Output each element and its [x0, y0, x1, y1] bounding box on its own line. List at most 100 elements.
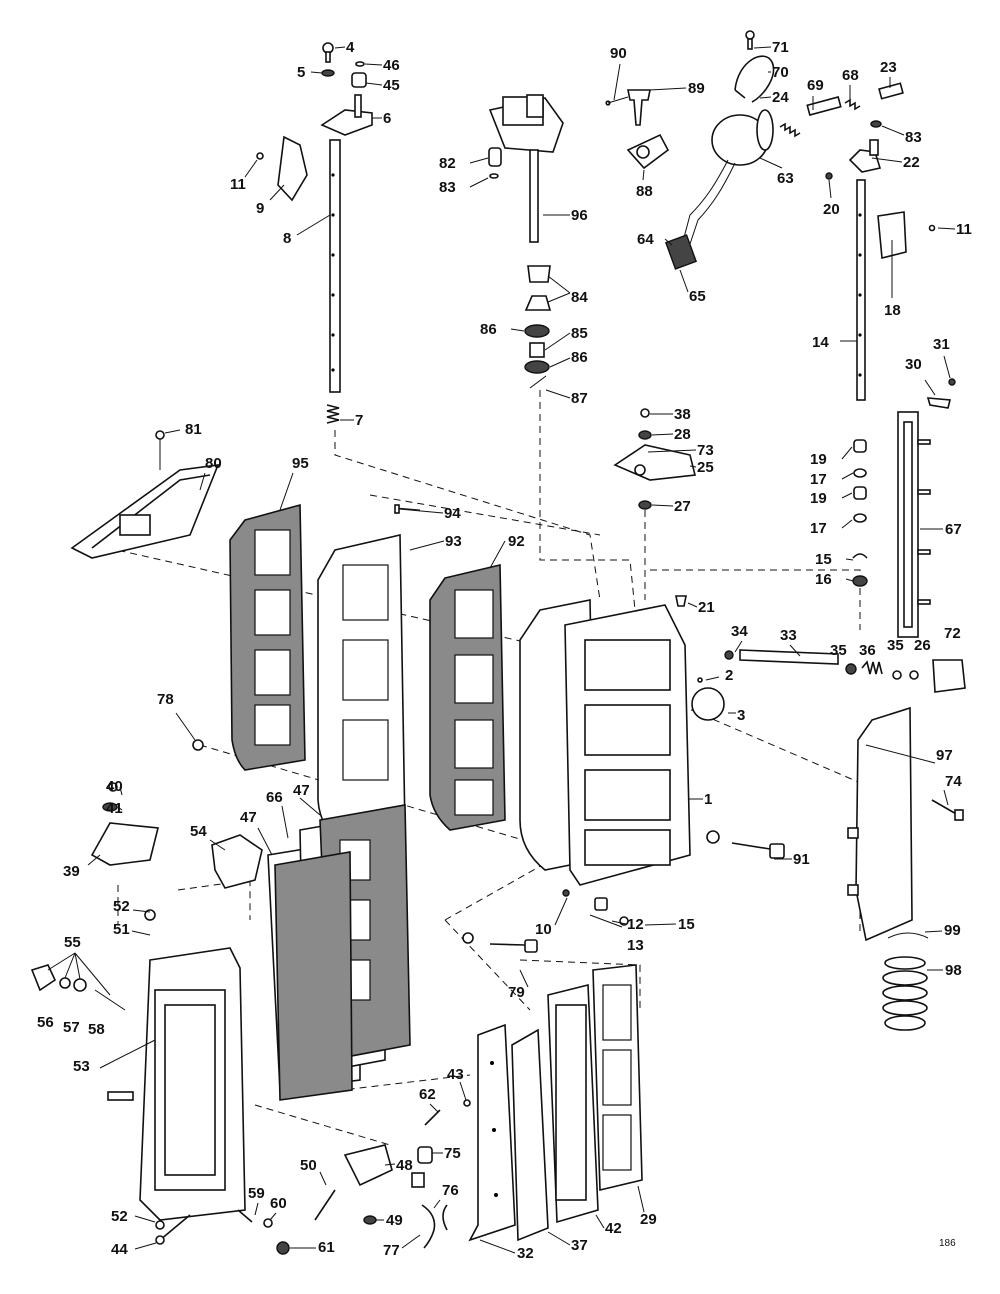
callout-label: 45 — [383, 77, 400, 94]
callout-label: 17 — [810, 471, 827, 488]
callout-label: 79 — [508, 984, 525, 1001]
callout-label: 53 — [73, 1058, 90, 1075]
callout-label: 3 — [737, 707, 745, 724]
lower-middle-assembly — [314, 932, 538, 1249]
callout-label: 32 — [517, 1245, 534, 1262]
callout-label: 14 — [812, 334, 829, 351]
callout-label: 34 — [731, 623, 748, 640]
callout-label: 49 — [386, 1212, 403, 1229]
callout-label: 72 — [944, 625, 961, 642]
callout-label: 42 — [605, 1220, 622, 1237]
callout-label: 35 — [830, 642, 847, 659]
callout-label: 1 — [704, 791, 712, 808]
callout-label: 92 — [508, 533, 525, 550]
callout-label: 94 — [444, 505, 461, 522]
callout-label: 86 — [571, 349, 588, 366]
callout-label: 62 — [419, 1086, 436, 1103]
callout-label: 15 — [678, 916, 695, 933]
callout-label: 76 — [442, 1182, 459, 1199]
callout-label: 36 — [859, 642, 876, 659]
callout-label: 30 — [905, 356, 922, 373]
upper-middle-assembly — [488, 94, 564, 389]
callout-label: 50 — [300, 1157, 317, 1174]
callout-label: 19 — [810, 490, 827, 507]
callout-label: 85 — [571, 325, 588, 342]
callout-label: 77 — [383, 1242, 400, 1259]
callout-label: 52 — [111, 1208, 128, 1225]
callout-label: 4 — [346, 39, 355, 56]
callout-label: 82 — [439, 155, 456, 172]
callout-label: 58 — [88, 1021, 105, 1038]
callout-label: 31 — [933, 336, 950, 353]
callout-label: 65 — [689, 288, 706, 305]
callout-label: 11 — [956, 221, 972, 238]
callout-label: 60 — [270, 1195, 287, 1212]
callout-label: 86 — [480, 321, 497, 338]
callout-label: 8 — [283, 230, 291, 247]
gasket-92 — [429, 563, 506, 831]
callout-label: 83 — [905, 129, 922, 146]
reed-housing — [70, 430, 220, 559]
callout-label: 21 — [698, 599, 715, 616]
throttle-link-rod-assembly — [256, 42, 373, 424]
callout-label: 47 — [293, 782, 310, 799]
callout-label: 13 — [627, 937, 644, 954]
adapter-plate-93 — [317, 504, 421, 846]
callout-label: 17 — [810, 520, 827, 537]
callout-label: 11 — [230, 176, 246, 193]
callout-label: 26 — [914, 637, 931, 654]
right-rail — [852, 411, 931, 638]
callout-label: 39 — [63, 863, 80, 880]
callout-leaders — [47, 46, 956, 1254]
manifold-covers — [468, 964, 643, 1242]
right-side-cover — [847, 706, 964, 1031]
callout-label: 97 — [936, 747, 953, 764]
callout-label: 25 — [697, 459, 714, 476]
callout-label: 89 — [688, 80, 705, 97]
callout-label: 83 — [439, 179, 456, 196]
callout-label: 5 — [297, 64, 305, 81]
callout-label: 23 — [880, 59, 897, 76]
callout-label: 38 — [674, 406, 691, 423]
callout-label: 81 — [185, 421, 202, 438]
callout-label: 40 — [106, 778, 123, 795]
callout-label: 93 — [445, 533, 462, 550]
callout-label: 59 — [248, 1185, 265, 1202]
callout-label: 41 — [106, 800, 123, 817]
callout-label: 91 — [793, 851, 810, 868]
callout-label: 68 — [842, 67, 859, 84]
callout-label: 87 — [571, 390, 588, 407]
callout-label: 35 — [887, 637, 904, 654]
callout-label: 73 — [697, 442, 714, 459]
callout-label: 48 — [396, 1157, 413, 1174]
callout-label: 29 — [640, 1211, 657, 1228]
callout-label: 66 — [266, 789, 283, 806]
callout-label: 27 — [674, 498, 691, 515]
callout-label: 96 — [571, 207, 588, 224]
callout-label: 90 — [610, 45, 627, 62]
callout-label: 12 — [627, 916, 644, 933]
callout-label: 84 — [571, 289, 588, 306]
callout-label: 71 — [772, 39, 789, 56]
callout-label: 63 — [777, 170, 794, 187]
callout-label: 2 — [725, 667, 733, 684]
callout-label: 22 — [903, 154, 920, 171]
callout-label: 74 — [945, 773, 962, 790]
callout-label: 28 — [674, 426, 691, 443]
callout-label: 61 — [318, 1239, 335, 1256]
callout-label: 98 — [945, 962, 962, 979]
callout-label: 37 — [571, 1237, 588, 1254]
callout-label: 52 — [113, 898, 130, 915]
callout-label: 33 — [780, 627, 797, 644]
callout-label: 88 — [636, 183, 653, 200]
lower-left-assembly — [30, 782, 411, 1255]
callout-label: 44 — [111, 1241, 128, 1258]
callout-label: 99 — [944, 922, 961, 939]
callout-label: 69 — [807, 77, 824, 94]
callout-label: 7 — [355, 412, 363, 429]
callout-label: 95 — [292, 455, 309, 472]
callout-label: 47 — [240, 809, 257, 826]
callout-label: 43 — [447, 1066, 464, 1083]
callout-label: 15 — [815, 551, 832, 568]
